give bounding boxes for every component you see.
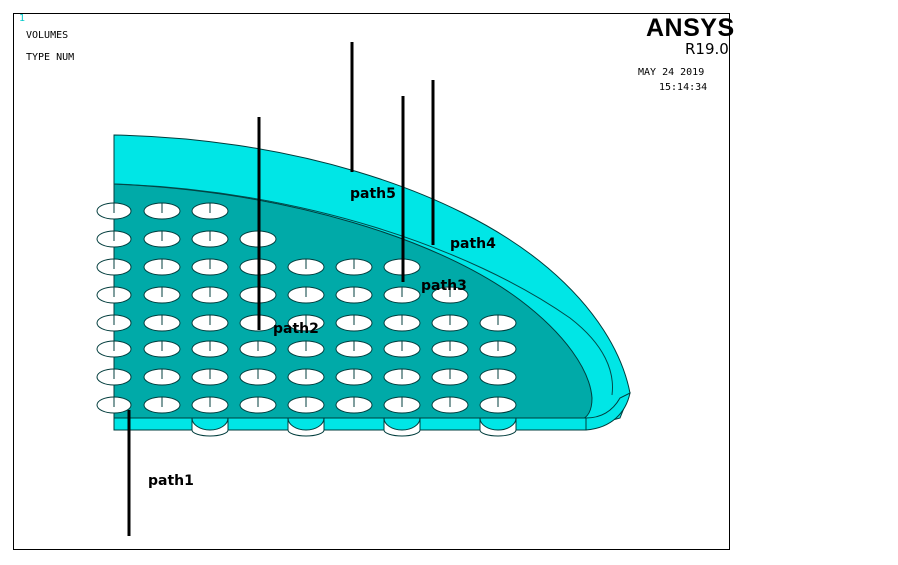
path3-label: path3 — [421, 278, 467, 294]
numbering-label: TYPE NUM — [26, 52, 75, 63]
flange-cutout — [479, 417, 517, 437]
path4-label: path4 — [450, 236, 496, 252]
flange-cutout — [191, 417, 229, 437]
window-number: 1 — [19, 13, 26, 24]
ansys-logo: ANSYS — [646, 14, 735, 42]
time-label: 15:14:34 — [659, 82, 708, 93]
flange-cutout — [383, 417, 421, 437]
flange-corner — [585, 392, 631, 431]
hole-pattern — [96, 202, 517, 437]
path2-label: path2 — [273, 321, 319, 337]
date-label: MAY 24 2019 — [638, 67, 705, 78]
path1-label: path1 — [148, 473, 194, 489]
flange-cutout — [287, 417, 325, 437]
entity-label: VOLUMES — [26, 30, 69, 41]
path5-label: path5 — [350, 186, 396, 202]
release-label: R19.0 — [685, 40, 729, 58]
rim-ledge — [113, 183, 613, 396]
